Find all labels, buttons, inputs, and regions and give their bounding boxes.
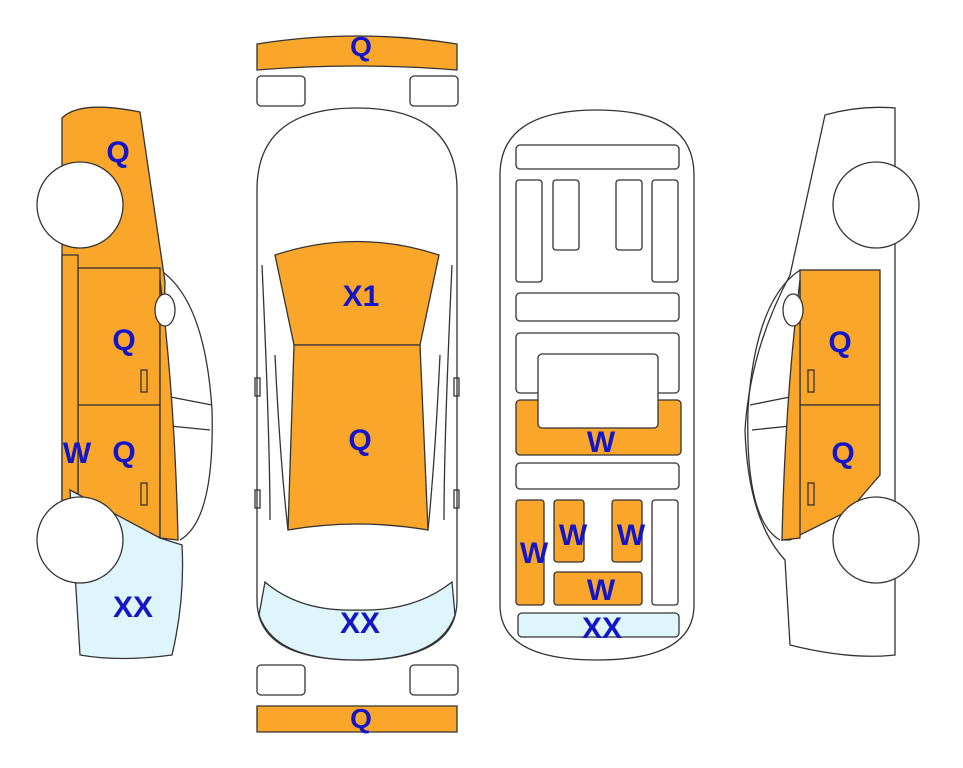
top-left-mirror bbox=[254, 377, 261, 397]
rear-left-light bbox=[256, 664, 306, 696]
left-front-door-panel[interactable] bbox=[77, 267, 161, 407]
right-rear-wheel bbox=[832, 496, 920, 584]
roof-panel[interactable] bbox=[287, 344, 429, 531]
left-front-door-handle bbox=[140, 369, 148, 393]
front-right-light bbox=[409, 75, 459, 107]
label-trunk-top: XX bbox=[340, 607, 380, 640]
left-side-view: Q Q Q W XX bbox=[36, 106, 213, 660]
underbody-view: W W W W W XX bbox=[499, 109, 695, 661]
left-windshield-outline bbox=[159, 269, 213, 541]
left-mirror bbox=[154, 293, 176, 327]
label-left-rear-door: Q bbox=[112, 436, 135, 469]
underbody-rear-panel[interactable] bbox=[517, 612, 680, 638]
right-rear-door-handle bbox=[807, 482, 815, 506]
label-left-rear-quarter: XX bbox=[113, 591, 153, 624]
right-front-door-handle bbox=[807, 369, 815, 393]
underbody-tunnel bbox=[537, 353, 659, 429]
label-under-crossmember: W bbox=[587, 426, 616, 459]
label-under-rear-cross: W bbox=[587, 574, 616, 607]
underbody-left-rail-panel[interactable] bbox=[515, 499, 545, 606]
label-under-rear-panel: XX bbox=[582, 612, 622, 645]
label-roof: Q bbox=[348, 424, 371, 457]
label-right-front-door: Q bbox=[828, 326, 851, 359]
right-front-door-panel[interactable] bbox=[799, 269, 881, 406]
top-left-handle bbox=[254, 489, 261, 509]
left-rear-door-handle bbox=[140, 482, 148, 506]
label-left-front-door: Q bbox=[112, 324, 135, 357]
label-rear-bumper: Q bbox=[350, 703, 372, 734]
front-left-light bbox=[256, 75, 306, 107]
top-view: Q X1 Q XX Q bbox=[254, 31, 460, 734]
label-under-mid-left: W bbox=[559, 519, 588, 552]
left-rear-wheel bbox=[36, 496, 124, 584]
front-bumper-panel[interactable] bbox=[256, 35, 458, 71]
label-right-rear-door: Q bbox=[831, 437, 854, 470]
underbody-front-left-bracket bbox=[552, 179, 580, 251]
underbody-mid-left-panel[interactable] bbox=[553, 499, 585, 563]
right-mirror bbox=[782, 293, 804, 327]
underbody-front-right-rail bbox=[651, 179, 679, 283]
top-right-handle bbox=[453, 489, 460, 509]
hood-panel[interactable] bbox=[274, 240, 440, 346]
left-front-wheel bbox=[36, 161, 124, 249]
underbody-rear-cross bbox=[515, 462, 680, 490]
label-left-sill: W bbox=[63, 437, 92, 470]
label-under-left-rail: W bbox=[520, 537, 549, 570]
underbody-front-left-rail bbox=[515, 179, 543, 283]
label-under-mid-right: W bbox=[617, 519, 646, 552]
underbody-right-rail bbox=[651, 499, 679, 606]
underbody-mid-right-panel[interactable] bbox=[611, 499, 643, 563]
label-hood: X1 bbox=[343, 280, 380, 313]
right-windshield-outline bbox=[747, 269, 801, 541]
underbody-front-cross bbox=[515, 144, 680, 170]
right-side-view: Q Q bbox=[744, 106, 920, 657]
rear-bumper-panel[interactable] bbox=[256, 705, 458, 733]
top-side-lines bbox=[261, 264, 453, 521]
top-window-lines bbox=[274, 354, 441, 531]
underbody-mid-cross bbox=[515, 292, 680, 322]
top-right-mirror bbox=[453, 377, 460, 397]
right-front-wheel bbox=[832, 161, 920, 249]
label-left-front-fender: Q bbox=[106, 136, 129, 169]
label-front-bumper: Q bbox=[350, 31, 372, 62]
underbody-rear-cross-panel[interactable] bbox=[553, 571, 643, 606]
trunk-top-panel[interactable] bbox=[258, 580, 456, 661]
rear-right-light bbox=[409, 664, 459, 696]
underbody-front-right-bracket bbox=[615, 179, 643, 251]
